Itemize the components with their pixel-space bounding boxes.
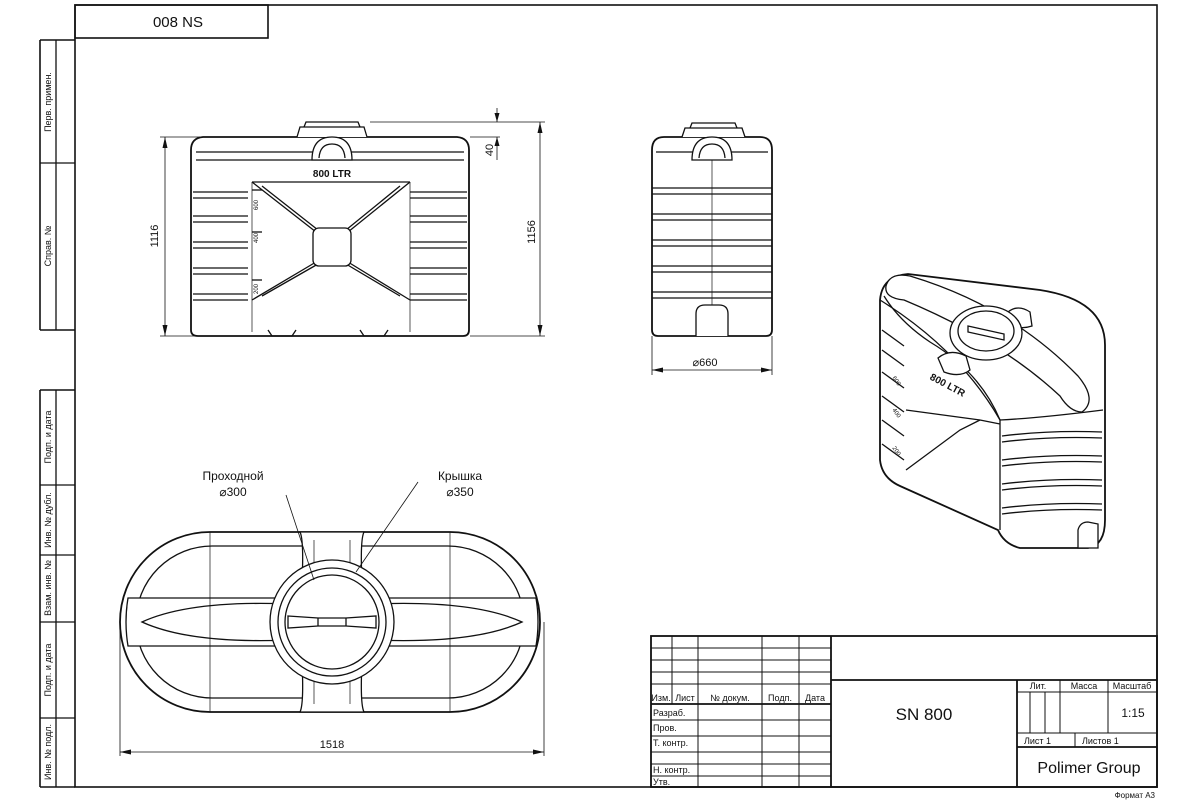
tb-row-tkontr: Т. контр. — [653, 738, 688, 748]
side-label-podp-2: Подп. и дата — [43, 643, 53, 696]
front-view: 800 LTR 600 400 200 — [190, 121, 470, 337]
iso-level-600: 600 — [890, 376, 901, 388]
dim-height-1156: 1156 — [526, 220, 538, 244]
side-view — [651, 122, 773, 337]
side-label-vzam: Взам. инв. № — [43, 560, 53, 616]
callout-lid-name: Крышка — [438, 469, 482, 483]
side-strip: Перв. примен. Справ. № Подп. и дата Инв.… — [43, 72, 53, 780]
tb-row-utv: Утв. — [653, 777, 670, 787]
iso-level-400: 400 — [890, 408, 901, 420]
tb-lit-label: Лит. — [1030, 681, 1047, 691]
callout-manhole-name: Проходной — [202, 469, 263, 483]
front-level-200: 200 — [254, 283, 260, 294]
tb-header-podp: Подп. — [768, 693, 792, 703]
sheet-code-text: 008 NS — [153, 14, 203, 31]
side-label-sprav: Справ. № — [43, 225, 53, 266]
callout-lid-size: ⌀350 — [446, 485, 474, 499]
title-block: Изм. Лист № докум. Подп. Дата Разраб. Пр… — [650, 635, 1158, 788]
tb-header-docnum: № докум. — [710, 693, 750, 703]
side-label-inv-podl: Инв. № подл. — [43, 724, 53, 780]
tb-sheets-label: Листов 1 — [1082, 736, 1119, 746]
dim-width-660: ⌀660 — [693, 357, 718, 369]
tb-mass-label: Масса — [1071, 681, 1098, 691]
tb-product-name: SN 800 — [896, 705, 953, 724]
tb-company-name: Polimer Group — [1037, 760, 1140, 777]
sheet-frame — [39, 4, 1158, 788]
front-view-capacity-label: 800 LTR — [313, 169, 352, 180]
tb-header-list: Лист — [675, 693, 695, 703]
side-label-inv-dubl: Инв. № дубл. — [43, 492, 53, 548]
top-view-dimensions: 1518 — [119, 622, 545, 756]
side-label-podp-1: Подп. и дата — [43, 410, 53, 463]
tb-header-date: Дата — [805, 693, 825, 703]
tb-scale-label: Масштаб — [1113, 681, 1152, 691]
iso-level-200: 200 — [890, 446, 901, 458]
tb-sheet-label: Лист 1 — [1024, 736, 1051, 746]
tb-row-prov: Пров. — [653, 723, 677, 733]
front-level-600: 600 — [254, 199, 260, 210]
tb-scale-value: 1:15 — [1121, 706, 1145, 720]
tb-header-izm: Изм. — [651, 693, 670, 703]
callout-manhole-size: ⌀300 — [219, 485, 247, 499]
iso-capacity-label: 800 LTR — [928, 372, 968, 400]
side-view-dimensions: ⌀660 — [651, 336, 773, 375]
dim-length-1518: 1518 — [320, 739, 344, 751]
front-view-dimensions: 1116 1156 40 — [149, 108, 545, 337]
sheet-code-box: 008 NS — [74, 4, 269, 39]
tb-row-razrab: Разраб. — [653, 708, 685, 718]
dim-top-40: 40 — [484, 144, 496, 156]
front-level-400: 400 — [254, 232, 260, 243]
dim-height-1116: 1116 — [149, 225, 161, 248]
isometric-view: 800 LTR 600 400 200 — [879, 273, 1106, 549]
tb-row-nkontr: Н. контр. — [653, 765, 690, 775]
sheet-format-label: Формат А3 — [1115, 791, 1156, 800]
top-view: Проходной ⌀300 Крышка ⌀350 — [119, 469, 541, 713]
side-label-perv: Перв. примен. — [43, 72, 53, 132]
